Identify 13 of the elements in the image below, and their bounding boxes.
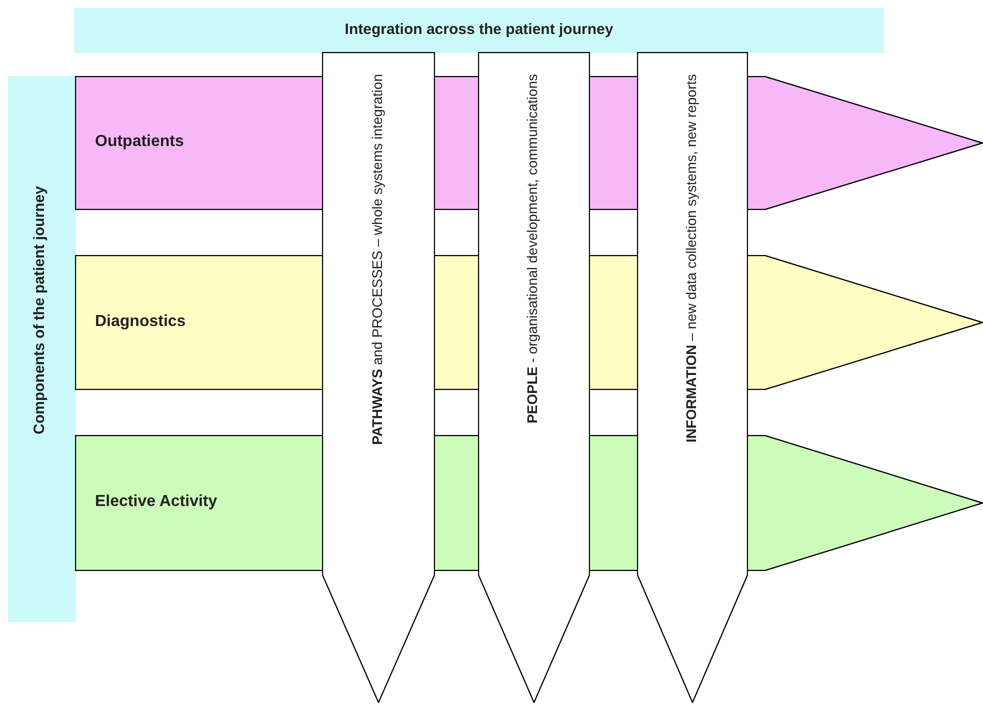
column-arrow: [322, 52, 435, 703]
column-arrow: [478, 52, 590, 703]
row-label: Outpatients: [95, 133, 184, 151]
band-heading: Components of the patient journey: [31, 186, 48, 434]
header-band: [74, 8, 884, 53]
column-label: PATHWAYS and PROCESSES – whole systems integration: [368, 74, 384, 445]
side-band: [8, 76, 76, 622]
row-label: Elective Activity: [95, 493, 218, 511]
column-label: PEOPLE - organisational development, communications: [524, 74, 540, 424]
column-arrow: [637, 52, 748, 703]
row-label: Diagnostics: [95, 312, 186, 330]
column-label: INFORMATION – new data collection systems, new reports: [682, 74, 698, 443]
band-heading: Integration across the patient journey: [344, 21, 614, 38]
